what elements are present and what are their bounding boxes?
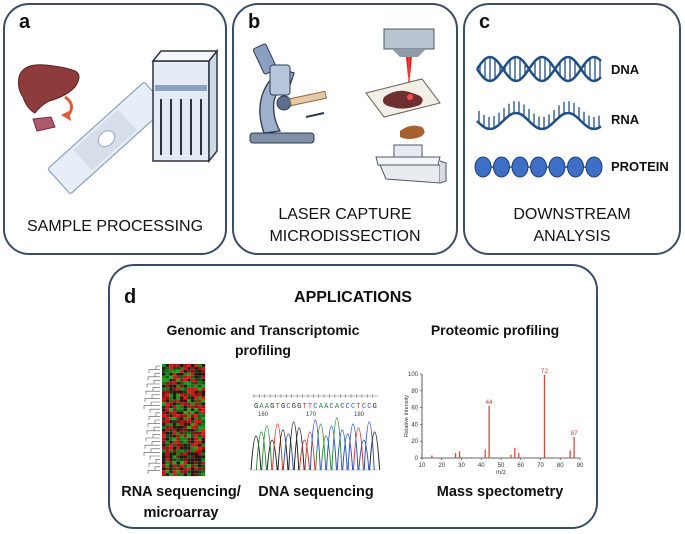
panel-c-title-line1: DOWNSTREAM xyxy=(513,206,631,223)
collection-tube-icon xyxy=(375,144,447,184)
panel-laser-capture: b xyxy=(232,3,458,255)
sequence-base: G xyxy=(270,403,274,411)
panel-letter-b: b xyxy=(248,11,261,33)
sequence-base: A xyxy=(265,403,270,411)
panel-downstream-analysis: c DNA RNA PROTEIN DOWNSTREAM ANALYSIS xyxy=(463,3,681,255)
tissue-block-icon xyxy=(32,116,56,132)
sequence-position-label: 160 xyxy=(258,412,269,418)
protein-chain-icon xyxy=(474,156,603,178)
x-tick-label: 60 xyxy=(517,463,524,469)
panel-letter-d: d xyxy=(124,286,137,308)
sequence-base: T xyxy=(276,403,280,411)
sequence-base: A xyxy=(319,403,324,411)
microscope-icon xyxy=(249,43,328,144)
y-tick-label: 40 xyxy=(411,422,418,428)
x-tick-label: 90 xyxy=(577,463,584,469)
panel-letter-c: c xyxy=(479,11,491,33)
mass-spectrum-chart: 0 20 40 60 80 100 10 20 30 40 50 60 70 80 90 Relative I… xyxy=(404,368,584,476)
panel-c-title-line2: ANALYSIS xyxy=(533,228,611,245)
rna-caption-line1: RNA sequencing/ xyxy=(121,484,241,500)
sequence-position-label: 170 xyxy=(306,412,317,418)
sequence-base: T xyxy=(356,403,360,411)
x-tick-label: 30 xyxy=(458,463,465,469)
genomic-heading-line2: profiling xyxy=(235,342,291,358)
y-tick-label: 100 xyxy=(408,372,419,378)
label-rna: RNA xyxy=(611,112,640,127)
sequence-base: A xyxy=(324,403,329,411)
x-axis-label: m/z xyxy=(496,470,506,476)
panel-letter-a: a xyxy=(19,11,31,33)
y-tick-label: 80 xyxy=(411,389,418,395)
sequence-base: C xyxy=(286,403,290,411)
dna-helix-icon xyxy=(475,55,602,83)
sequence-base: T xyxy=(308,403,312,411)
sequence-base: G xyxy=(281,403,285,411)
sequence-base: C xyxy=(346,403,350,411)
y-tick-label: 0 xyxy=(415,456,419,462)
x-tick-label: 10 xyxy=(419,463,426,469)
dna-caption: DNA sequencing xyxy=(258,484,374,500)
downstream-illustration xyxy=(474,55,603,178)
x-tick-label: 70 xyxy=(537,463,544,469)
peak-label: 44 xyxy=(486,399,494,406)
genomic-heading-line1: Genomic and Transcriptomic xyxy=(166,322,360,338)
sequence-base: C xyxy=(313,403,317,411)
y-tick-label: 20 xyxy=(411,439,418,445)
sequence-base: G xyxy=(292,403,296,411)
sequence-base: G xyxy=(254,403,258,411)
y-tick-label: 60 xyxy=(411,406,418,412)
applications-title: APPLICATIONS xyxy=(294,289,412,306)
panel-a-title: SAMPLE PROCESSING xyxy=(26,218,204,235)
tissue-cassette-icon xyxy=(151,48,219,164)
sequence-base: C xyxy=(351,403,355,411)
label-dna: DNA xyxy=(611,62,640,77)
laser-capture-illustration xyxy=(249,28,447,184)
sequence-base: G xyxy=(297,403,301,411)
x-tick-label: 50 xyxy=(498,463,505,469)
panel-applications: d APPLICATIONS Genomic and Transcriptomi… xyxy=(108,264,598,529)
panel-b-title-line2: MICRODISSECTION xyxy=(269,228,421,245)
rna-strand-icon xyxy=(476,101,602,131)
sample-processing-illustration xyxy=(18,48,219,194)
peak-label: 72 xyxy=(541,368,549,375)
x-tick-label: 80 xyxy=(557,463,564,469)
rna-caption-line2: microarray xyxy=(143,505,219,521)
sequence-base: G xyxy=(373,403,377,411)
sequence-base: C xyxy=(367,403,371,411)
panel-sample-processing: a SAMPLE PROCESSING xyxy=(3,3,227,255)
y-axis-label: Relative Intensity xyxy=(404,395,410,437)
peak-label: 87 xyxy=(570,430,578,437)
sequence-base: C xyxy=(340,403,344,411)
microarray-heatmap xyxy=(143,364,206,477)
tissue-section-icon xyxy=(365,78,441,118)
glass-slide-icon xyxy=(47,82,167,194)
panel-b-title-line1: LASER CAPTURE xyxy=(278,206,412,223)
label-protein: PROTEIN xyxy=(611,159,669,174)
sequence-base: T xyxy=(303,403,307,411)
sequence-base: A xyxy=(259,403,264,411)
x-tick-label: 40 xyxy=(478,463,485,469)
sequence-base: C xyxy=(329,403,333,411)
proteomic-heading: Proteomic profiling xyxy=(430,322,560,338)
liver-icon xyxy=(18,64,80,114)
laser-head-icon xyxy=(383,28,435,85)
captured-fragment-icon xyxy=(400,125,425,139)
x-tick-label: 20 xyxy=(438,463,445,469)
sequence-position-label: 180 xyxy=(354,412,365,418)
mass-caption: Mass spectometry xyxy=(436,484,564,500)
sequence-base: C xyxy=(362,403,366,411)
sequence-base: A xyxy=(335,403,340,411)
